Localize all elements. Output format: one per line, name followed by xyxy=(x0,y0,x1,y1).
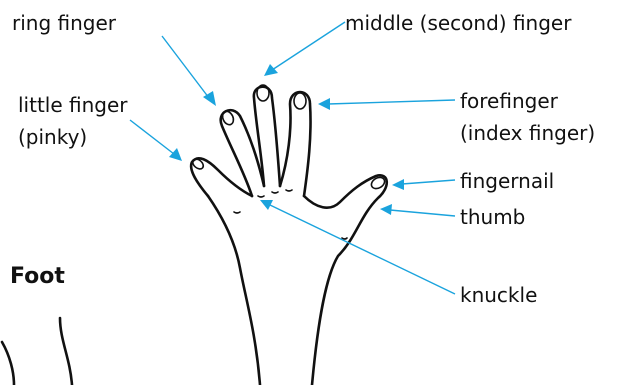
label-index-finger: (index finger) xyxy=(460,120,595,146)
pointer-fingernail xyxy=(402,180,455,184)
label-fingernail: fingernail xyxy=(460,168,554,194)
section-heading-foot: Foot xyxy=(10,264,65,289)
label-thumb: thumb xyxy=(460,204,525,230)
pointer-forefinger xyxy=(328,100,455,104)
arrowhead-icon xyxy=(169,148,182,161)
label-little-finger-alt: (pinky) xyxy=(18,124,87,150)
arrowhead-icon xyxy=(380,204,392,215)
arrowhead-icon xyxy=(318,98,330,110)
arrowhead-icon xyxy=(264,64,278,76)
pointer-little-finger xyxy=(130,120,174,154)
label-middle-finger: middle (second) finger xyxy=(345,10,571,36)
label-little-finger: little finger xyxy=(18,92,128,118)
pointer-thumb xyxy=(390,210,455,216)
label-knuckle: knuckle xyxy=(460,282,537,308)
arrowhead-icon xyxy=(392,179,404,190)
pointer-lines xyxy=(130,22,455,294)
label-forefinger: forefinger xyxy=(460,88,558,114)
label-ring-finger: ring finger xyxy=(12,10,116,36)
pointer-ring-finger xyxy=(162,36,209,98)
pointer-middle-finger xyxy=(272,22,345,70)
